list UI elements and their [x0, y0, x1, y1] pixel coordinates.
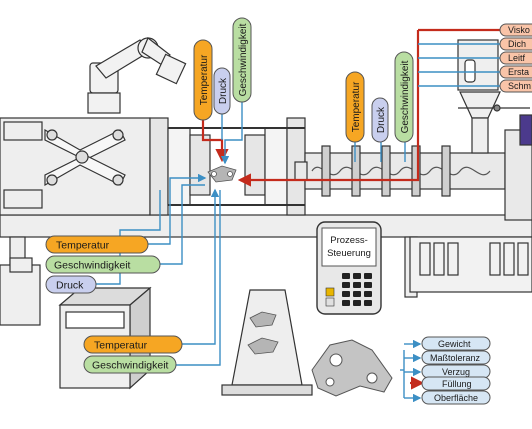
top-barrel-label-speed: Geschwindigkeit	[400, 60, 411, 133]
top-mould-label-temperature: Temperatur	[199, 54, 210, 105]
quality-label-tolerance: Maßtoleranz	[430, 353, 481, 363]
mould	[149, 117, 306, 216]
material-label-4: Ersta	[508, 67, 529, 77]
quality-label-warpage: Verzug	[442, 367, 470, 377]
process-controller: Prozess- Steuerung	[316, 221, 382, 315]
top-mould-labels: Temperatur Druck Geschwindigkeit	[193, 17, 252, 121]
injection-unit	[294, 114, 532, 221]
quality-labels: Gewicht Maßtoleranz Verzug Füllung Oberf…	[421, 336, 491, 405]
control-cabinet	[409, 236, 532, 293]
material-label-5: Schm	[508, 81, 531, 91]
material-property-labels: Visko Dich Leitf Ersta Schm	[499, 23, 532, 93]
top-barrel-label-temperature: Temperatur	[351, 81, 362, 132]
red-signal-lines	[201, 28, 500, 390]
left-label-pressure: Druck	[56, 280, 84, 292]
top-mould-label-speed: Geschwindigkeit	[238, 23, 249, 96]
left-label-speed: Geschwindigkeit	[54, 260, 131, 272]
material-label-1: Visko	[508, 25, 530, 35]
unit-label-speed: Geschwindigkeit	[92, 360, 169, 372]
hopper	[457, 39, 530, 154]
top-mould-label-pressure: Druck	[218, 77, 229, 104]
controller-title-line1: Prozess-	[330, 235, 367, 246]
material-label-3: Leitf	[508, 53, 526, 63]
part-stand	[221, 289, 313, 396]
robot-arm	[87, 37, 187, 114]
clamp-unit	[0, 117, 151, 216]
left-label-temperature: Temperatur	[56, 240, 110, 252]
quality-label-surface: Oberfläche	[434, 393, 478, 403]
quality-label-filling: Füllung	[442, 379, 472, 389]
unit-label-temperature: Temperatur	[94, 340, 148, 352]
unit-labels: Temperatur Geschwindigkeit	[83, 335, 183, 374]
top-barrel-labels: Temperatur Druck Geschwindigkeit	[345, 51, 414, 143]
material-label-2: Dich	[508, 39, 526, 49]
left-labels: Temperatur Geschwindigkeit Druck	[45, 235, 161, 294]
finished-part-icon	[311, 339, 393, 397]
moulded-part-icon	[207, 165, 237, 183]
auxiliary-device	[0, 257, 41, 326]
quality-label-weight: Gewicht	[438, 339, 471, 349]
controller-title-line2: Steuerung	[327, 248, 371, 259]
blue-signal-lines	[96, 43, 500, 403]
top-barrel-label-pressure: Druck	[376, 106, 387, 133]
